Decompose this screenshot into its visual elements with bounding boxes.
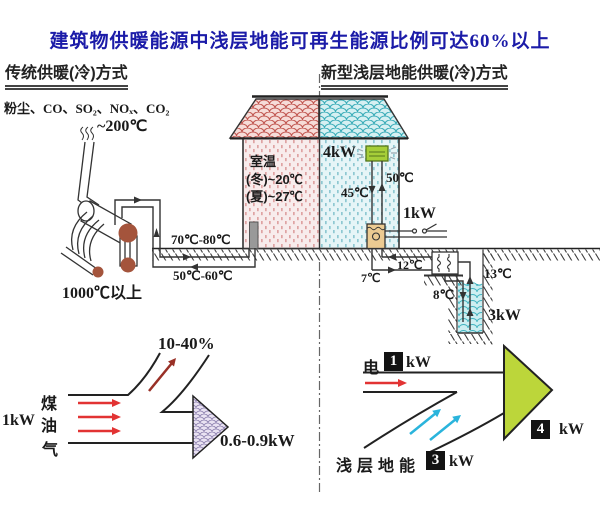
return-temp-label: 50℃-60℃ (173, 268, 233, 283)
fuel-arrowhead-icon (112, 399, 121, 407)
fuel-oil-label: 油 (41, 418, 58, 435)
heat-waves-icon (356, 146, 397, 160)
pump-power-label: 1kW (403, 205, 436, 222)
output-arrowhead (192, 394, 230, 460)
room-summer-temp: (夏)~27℃ (246, 189, 303, 204)
room-winter-temp: (冬)~20℃ (246, 172, 303, 187)
up-arrow-icon (378, 183, 386, 191)
total-output-arrow (503, 343, 554, 442)
loss-arrow (148, 362, 173, 392)
return-arrow-icon (190, 263, 198, 271)
fuel-gas-label: 气 (42, 442, 59, 459)
header-modern: 新型浅层地能供暖(冷)方式 (321, 59, 508, 90)
modern-return-temp: 45℃ (341, 185, 369, 200)
supply-temp-label: 70℃-80℃ (171, 232, 231, 247)
geo-arrowhead-icon (432, 409, 441, 418)
flue-temp-label: ~200℃ (97, 118, 148, 135)
fuel-output-label: 0.6-0.9kW (220, 431, 295, 450)
electric-label: 电 (363, 360, 380, 377)
indoor-pipes (368, 161, 386, 224)
well-up-arrow-icon (466, 276, 474, 284)
power-switch (385, 223, 447, 238)
fuel-arrowhead-icon (112, 413, 121, 421)
fuel-flow-diagram (68, 352, 230, 460)
well-down-temp: 8℃ (433, 287, 455, 302)
geo-value-badge: 3 (426, 451, 445, 470)
loop-supply-temp: 12℃ (397, 258, 423, 272)
loss-percent-label: 10-40% (158, 334, 215, 353)
heatpump-flow-diagram (363, 343, 554, 453)
loop-supply-arrow-icon (388, 253, 396, 261)
fan-coil-power-label: 4kW (323, 144, 356, 161)
electric-unit-label: kW (406, 354, 431, 371)
pollutants-label: 粉尘、CO、SO₂、NOₓ、CO₂ (4, 101, 170, 116)
electric-value-badge: 1 (384, 352, 403, 371)
flow-arrow-right-icon (134, 196, 142, 204)
ground (152, 247, 600, 261)
geo-label: 浅层地能 (336, 458, 421, 475)
geo-arrowhead-icon (452, 415, 461, 424)
well-pipes (444, 261, 474, 330)
modern-supply-temp: 50℃ (386, 170, 414, 185)
loss-arrowhead-icon (168, 358, 176, 367)
loop-return-arrow-icon (388, 266, 396, 274)
loop-return-temp: 7℃ (361, 271, 381, 285)
ground-loop-pipes (371, 248, 432, 274)
electric-arrowhead-icon (398, 379, 407, 387)
smoke-icon (80, 126, 94, 141)
down-arrow-icon (368, 186, 376, 194)
room-temp-title: 室温 (250, 154, 277, 169)
fan-coil-unit (356, 145, 397, 162)
boiler-temp-label: 1000℃以上 (62, 285, 143, 302)
geo-unit-label: kW (449, 453, 474, 470)
page-title: 建筑物供暖能源中浅层地能可再生能源比例可达60%以上 (49, 31, 551, 52)
roof-right (318, 98, 410, 139)
boiler-water-loop (114, 196, 256, 271)
well-power-label: 3kW (488, 307, 521, 324)
boiler-illustration (60, 126, 138, 278)
fuel-arrows (78, 401, 112, 433)
total-unit-label: kW (559, 421, 584, 438)
well-down-arrow-icon (459, 292, 467, 300)
well-up-temp: 13℃ (484, 266, 512, 281)
fuel-coal-label: 煤 (41, 396, 58, 413)
roof-left (228, 98, 320, 139)
fuel-input-power: 1kW (2, 412, 35, 429)
total-value-badge: 4 (531, 420, 550, 439)
well-up-arrow2-icon (466, 308, 474, 316)
header-traditional: 传统供暖(冷)方式 (5, 59, 128, 90)
heat-pump-unit (366, 223, 386, 250)
supply-arrow-icon (183, 253, 191, 261)
fuel-arrowhead-icon (112, 427, 121, 435)
flow-arrow-up-icon (153, 228, 160, 237)
geo-arrows (409, 412, 457, 441)
radiator (249, 221, 259, 249)
